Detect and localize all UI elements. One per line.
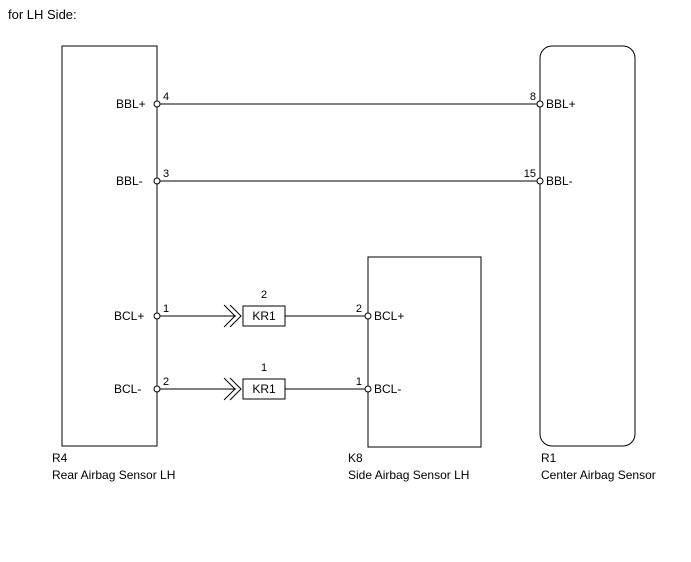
pin-terminal	[153, 385, 161, 393]
side-airbag-sensor-box	[367, 256, 482, 448]
rear-airbag-sensor-box	[61, 45, 158, 447]
pin-terminal	[153, 312, 161, 320]
k8-terminal-label: BCL+	[374, 309, 404, 323]
r4-terminal-label: BBL-	[116, 174, 143, 188]
k8-terminal-label: BCL-	[374, 382, 401, 396]
r4-terminal-label: BCL+	[114, 309, 144, 323]
rear-airbag-sensor-name: Rear Airbag Sensor LH	[52, 468, 175, 482]
connector-arrow-icon	[223, 304, 242, 328]
r4-terminal-label: BCL-	[114, 382, 141, 396]
center-airbag-sensor-code: R1	[541, 451, 557, 465]
pin-terminal	[153, 100, 161, 108]
r4-pin-number: 1	[163, 303, 169, 315]
rear-airbag-sensor-code: R4	[52, 451, 68, 465]
k8-pin-number: 2	[356, 303, 362, 315]
pin-terminal	[536, 177, 544, 185]
connector-label: KR1	[252, 309, 276, 323]
r1-pin-number: 8	[530, 91, 536, 103]
r1-pin-number: 15	[524, 168, 536, 180]
r1-terminal-label: BBL+	[546, 97, 576, 111]
connector-pin-number: 1	[261, 362, 267, 374]
r4-pin-number: 4	[163, 91, 169, 103]
center-airbag-sensor-name: Center Airbag Sensor	[541, 468, 656, 482]
pin-terminal	[536, 100, 544, 108]
pin-terminal	[153, 177, 161, 185]
k8-pin-number: 1	[356, 376, 362, 388]
r4-pin-number: 2	[163, 376, 169, 388]
pin-terminal	[364, 312, 372, 320]
r4-pin-number: 3	[163, 168, 169, 180]
side-airbag-sensor-name: Side Airbag Sensor LH	[348, 468, 469, 482]
r1-terminal-label: BBL-	[546, 174, 573, 188]
pin-terminal	[364, 385, 372, 393]
connector-label: KR1	[252, 382, 276, 396]
r4-terminal-label: BBL+	[116, 97, 146, 111]
center-airbag-sensor-box	[539, 45, 636, 447]
connector-pin-number: 2	[261, 289, 267, 301]
connector-arrow-icon	[223, 377, 242, 401]
diagram-heading: for LH Side:	[8, 7, 77, 22]
side-airbag-sensor-code: K8	[348, 451, 363, 465]
